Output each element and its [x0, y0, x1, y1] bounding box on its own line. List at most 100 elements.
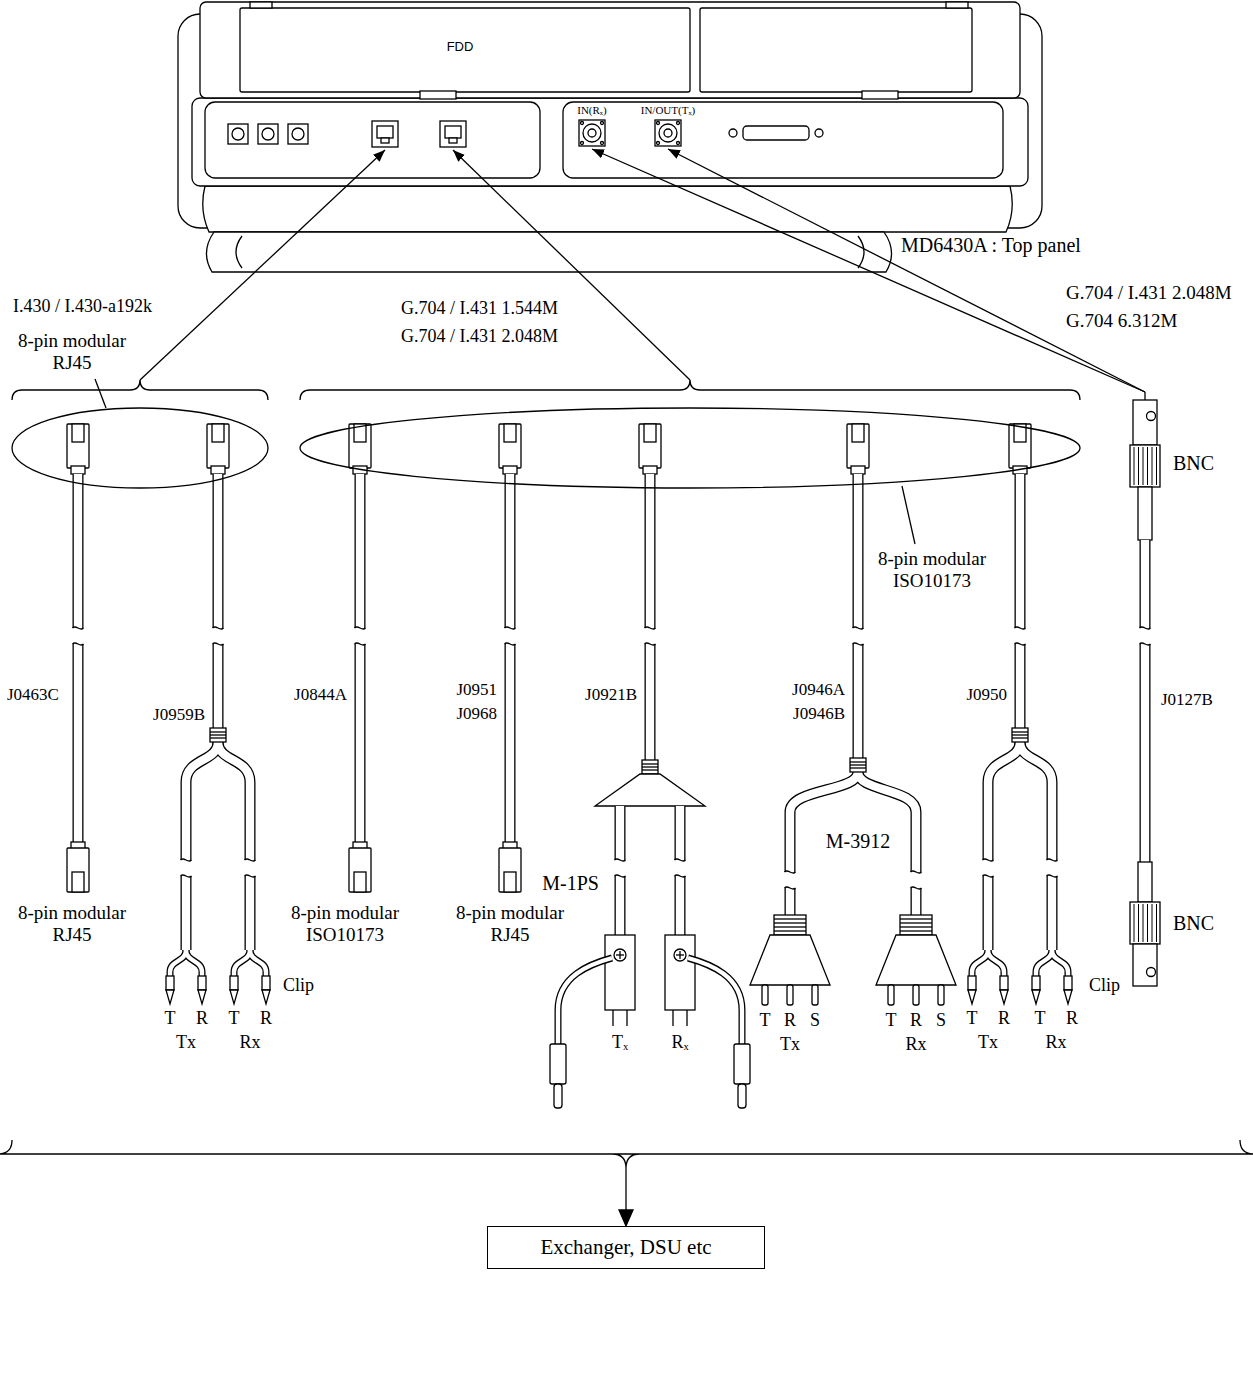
signal-name: Rx [904, 1034, 927, 1055]
cable-break [213, 643, 224, 645]
banana-tip [554, 1084, 562, 1108]
standard-label: G.704 6.312M [1065, 310, 1178, 332]
modular-port-opening [445, 126, 461, 138]
cable-core [1036, 950, 1052, 978]
adapter-name: M-1PS [541, 872, 600, 895]
cable-sheath [218, 742, 250, 950]
cable-gap [644, 628, 657, 644]
cable-core [186, 950, 202, 978]
ring-rib [642, 763, 658, 764]
cable-ring [850, 758, 866, 772]
collar-rib [900, 930, 932, 931]
ring-rib [642, 769, 658, 770]
jack-hole [292, 128, 304, 140]
cable-gap [1139, 628, 1152, 644]
cable-part-number: J0959B [152, 705, 206, 725]
cable-break [983, 875, 994, 877]
plug-boot [503, 466, 517, 474]
connector-type-label: 8-pin modular RJ45 [7, 902, 137, 946]
port-label: IN/OUT(Tₓ) [640, 104, 697, 117]
clip-tip [968, 990, 976, 1004]
cable-gap [180, 860, 193, 876]
cable-sheath [558, 958, 612, 1046]
plug-latch [644, 424, 656, 442]
knurl-line [1147, 904, 1148, 942]
terminal-mark [679, 951, 680, 959]
cable-part-number: J0463C [6, 685, 60, 705]
housing-top [200, 2, 1020, 98]
cable-gap [614, 860, 627, 876]
plug-latch [72, 424, 84, 442]
cable-break [1047, 859, 1058, 861]
knurl-line [1156, 447, 1157, 485]
cable-gap [354, 628, 367, 644]
ring-rib [210, 731, 226, 732]
pin-name: R [783, 1010, 797, 1031]
plug-boot [851, 466, 865, 474]
knurl-line [1152, 904, 1153, 942]
terminal-mark [619, 951, 620, 959]
tab [946, 2, 968, 8]
panel [205, 102, 540, 178]
cable-sheath [170, 950, 186, 978]
signal-name: Tx [977, 1032, 999, 1053]
pin-name: S [809, 1010, 821, 1031]
screw [815, 129, 823, 137]
cable-break [73, 627, 84, 629]
group-oval [300, 408, 1080, 488]
cable-core [1052, 950, 1068, 978]
connector-name: BNC [1172, 452, 1215, 475]
cable-break [615, 875, 626, 877]
knurl-line [1134, 904, 1135, 942]
slot [862, 91, 898, 99]
collar-rib [900, 922, 932, 923]
plug-prong [762, 985, 768, 1005]
cable-sheath [972, 950, 988, 978]
pin-name: T [966, 1008, 979, 1029]
plug-latch [212, 424, 224, 442]
cable-break [245, 859, 256, 861]
modular-plug [207, 424, 229, 468]
screw [677, 142, 680, 145]
lead-wire [686, 1010, 687, 1026]
cable-break [853, 627, 864, 629]
leader-line [140, 150, 385, 380]
knurl-line [1138, 904, 1139, 942]
clip-tip [1064, 990, 1072, 1004]
bnc-knurl [1130, 902, 1160, 944]
cable-sheath [853, 474, 864, 758]
bnc-pin [1147, 968, 1156, 977]
bnc-port-ring [659, 124, 677, 142]
jack-hole [262, 128, 274, 140]
clip-body [1064, 976, 1072, 990]
pin-name: R [259, 1008, 273, 1029]
knurl-line [1143, 904, 1144, 942]
modular-plug [1009, 424, 1031, 468]
screw [601, 122, 604, 125]
knurl-line [1147, 447, 1148, 485]
panel [563, 102, 1003, 178]
cable-part-number: J0921B [584, 685, 638, 705]
cable-core [558, 958, 612, 1046]
connector-type-label: 8-pin modular RJ45 [7, 330, 137, 374]
jack [288, 124, 308, 144]
clip-body [262, 976, 270, 990]
compartment [700, 8, 972, 92]
adapter-body [605, 935, 635, 1010]
clip-tip [198, 990, 206, 1004]
modular-port [440, 121, 466, 147]
plug-prong [938, 985, 944, 1005]
bnc-port [655, 120, 681, 146]
cable-break [911, 871, 922, 873]
pin-name: R [997, 1008, 1011, 1029]
screw [601, 142, 604, 145]
cable-core [1016, 474, 1024, 728]
plug-latch [504, 424, 516, 442]
screw [729, 129, 737, 137]
cable-part-number: J0127B [1160, 690, 1214, 710]
cable-sheath [645, 474, 656, 760]
connector-name: BNC [1172, 912, 1215, 935]
clip-body [198, 976, 206, 990]
cable-gap [784, 872, 797, 888]
knurl-line [1143, 447, 1144, 485]
